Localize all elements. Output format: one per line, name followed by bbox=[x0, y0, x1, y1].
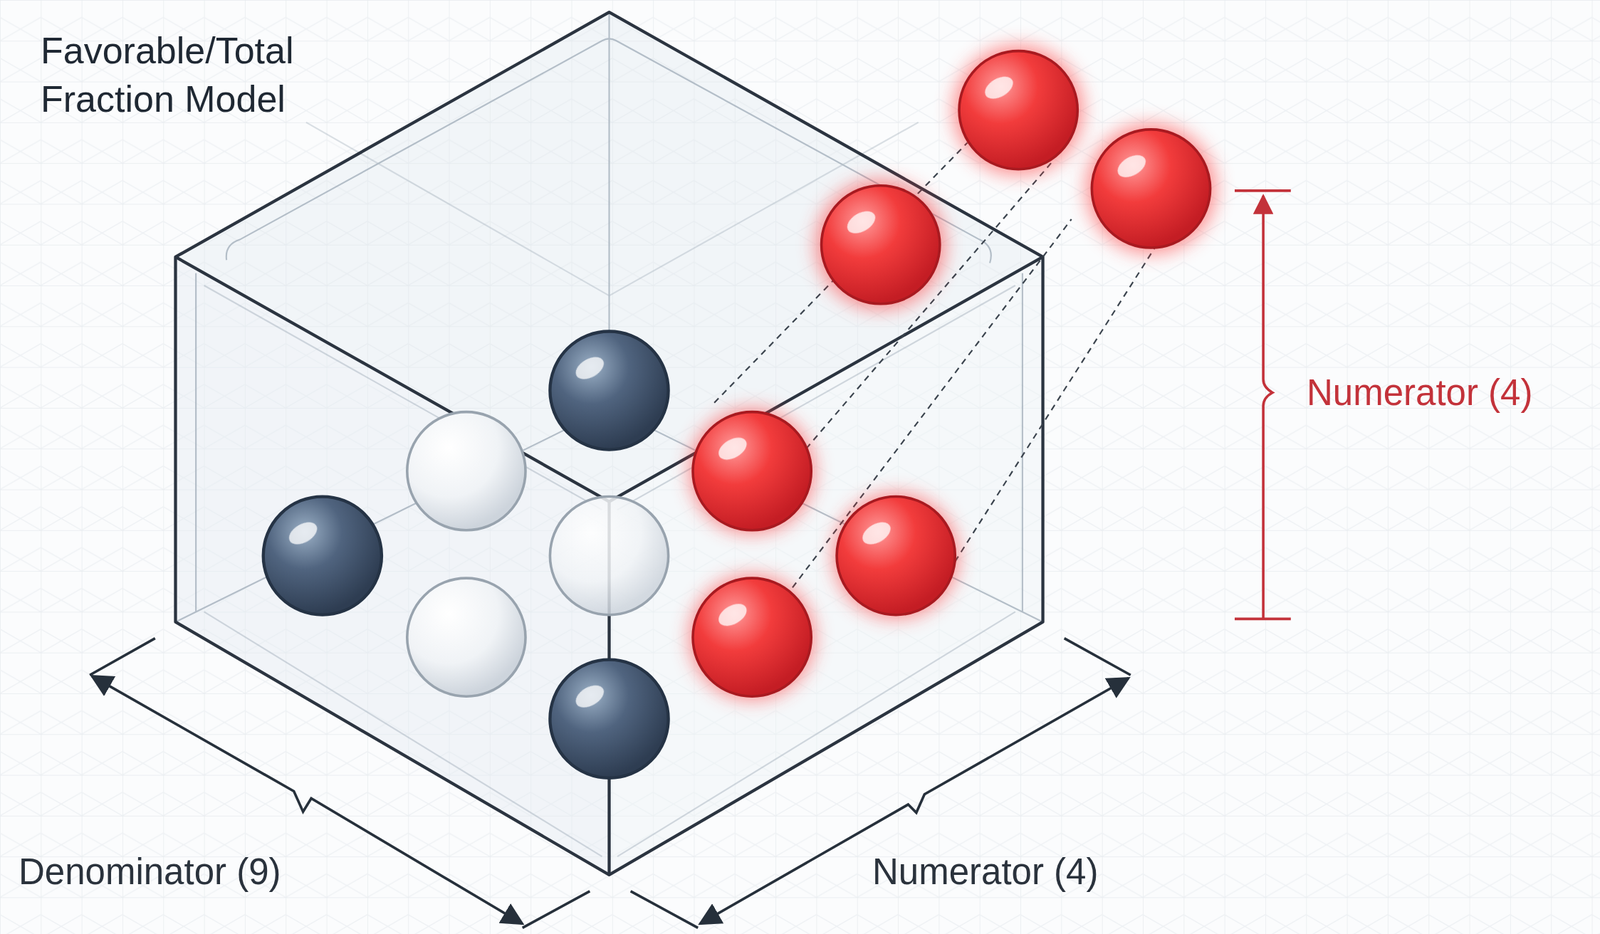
art-part bbox=[949, 234, 1164, 572]
art-part bbox=[285, 517, 322, 549]
art-part bbox=[843, 206, 879, 238]
art-part bbox=[407, 412, 526, 531]
white-ball bbox=[407, 412, 669, 698]
art-part bbox=[630, 638, 1131, 929]
art-part bbox=[806, 163, 1052, 449]
art-part bbox=[571, 352, 608, 384]
art-part bbox=[549, 660, 668, 779]
art-part bbox=[549, 331, 668, 451]
art-part bbox=[1091, 129, 1210, 248]
ball-highlight bbox=[285, 71, 1150, 713]
art-part bbox=[688, 408, 816, 535]
art-part bbox=[1085, 123, 1217, 254]
red-ball bbox=[692, 51, 1211, 698]
art-part bbox=[175, 257, 609, 876]
art-part bbox=[175, 12, 1043, 876]
art-part bbox=[692, 412, 812, 531]
art-part bbox=[699, 677, 1129, 924]
art-part bbox=[981, 71, 1017, 104]
numerator-bracket bbox=[1234, 190, 1291, 620]
art-part bbox=[714, 599, 751, 631]
art-part bbox=[175, 12, 1043, 857]
art-part bbox=[1113, 150, 1150, 183]
red-ball-glow bbox=[688, 44, 1217, 701]
diagram-title: Favorable/Total Fraction Model bbox=[40, 27, 383, 124]
art-part bbox=[959, 51, 1078, 170]
art-part bbox=[609, 257, 1044, 876]
art-part bbox=[832, 492, 960, 620]
art-part bbox=[571, 680, 608, 713]
art-part bbox=[175, 12, 1043, 876]
numerator-label: Numerator (4) bbox=[1306, 369, 1533, 417]
art-part bbox=[714, 432, 751, 465]
art-part bbox=[407, 578, 526, 697]
balls bbox=[263, 44, 1217, 779]
art-part bbox=[549, 497, 668, 616]
art-part bbox=[263, 497, 382, 616]
dark-ball bbox=[263, 331, 669, 779]
glass-cube bbox=[175, 12, 1043, 876]
art-part bbox=[204, 285, 1016, 510]
art-part bbox=[688, 573, 816, 701]
denominator-label: Denominator (9) bbox=[18, 848, 281, 896]
art-part bbox=[836, 497, 955, 616]
art-part bbox=[1263, 195, 1273, 619]
art-part bbox=[821, 185, 940, 305]
art-part bbox=[815, 179, 946, 310]
art-part bbox=[952, 44, 1084, 176]
art-part bbox=[1234, 190, 1291, 620]
art-part bbox=[714, 143, 967, 404]
art-part bbox=[692, 578, 812, 697]
art-part bbox=[858, 517, 895, 549]
numerator-label: Numerator (4) bbox=[872, 848, 1098, 896]
